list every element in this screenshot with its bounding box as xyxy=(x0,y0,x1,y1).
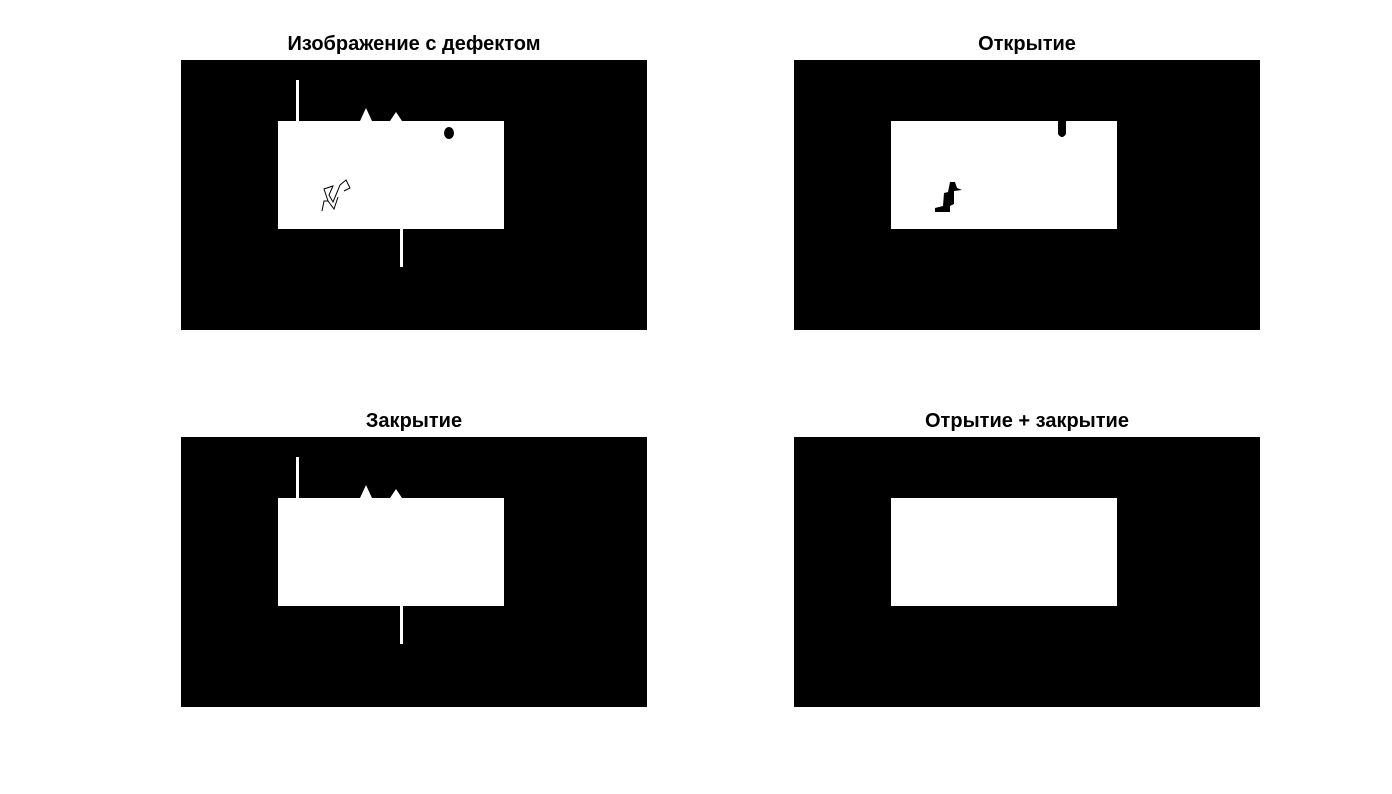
spike-right-defect xyxy=(390,112,402,121)
dark-blob-opening xyxy=(935,182,962,212)
closing-image xyxy=(181,437,647,707)
panel-title-closing: Закрытие xyxy=(365,410,463,432)
black-hole-defect xyxy=(444,127,454,139)
panel-title-open-close: Отрытие + закрытие xyxy=(925,410,1129,432)
scribble-defect xyxy=(321,179,351,212)
top-line-defect xyxy=(296,80,299,121)
white-rectangle xyxy=(891,121,1117,229)
opening-image xyxy=(794,60,1260,330)
spike-left-defect xyxy=(360,108,372,121)
panel-title-defect: Изображение с дефектом xyxy=(287,33,541,55)
spike-left-closing xyxy=(360,485,372,498)
spike-right-closing xyxy=(390,489,402,498)
hole-notch-opening xyxy=(1058,121,1066,137)
white-rectangle xyxy=(278,121,504,229)
white-rectangle xyxy=(891,498,1117,606)
bottom-line-closing xyxy=(400,606,403,644)
defect-image xyxy=(181,60,647,330)
open-close-image xyxy=(794,437,1260,707)
top-line-closing xyxy=(296,457,299,498)
white-rectangle xyxy=(278,498,504,606)
scribble-defect-2 xyxy=(327,196,339,211)
panel-title-opening: Открытие xyxy=(978,33,1076,55)
bottom-line-defect xyxy=(400,229,403,267)
